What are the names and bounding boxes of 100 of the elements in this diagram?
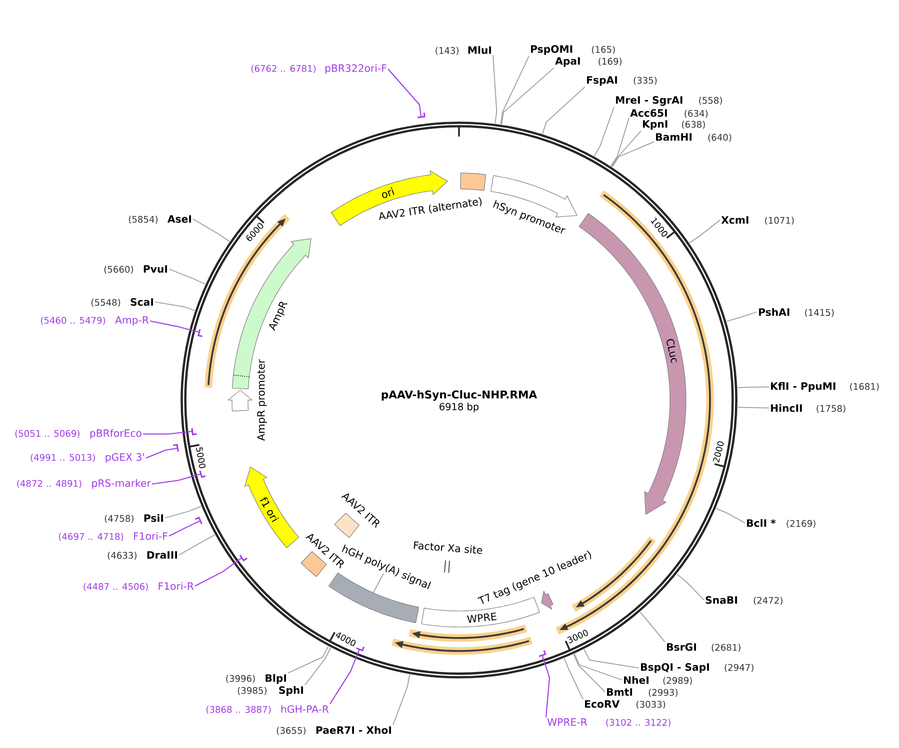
leader-line <box>737 406 770 408</box>
feature-block <box>228 390 252 412</box>
enzyme-name: Acc65I <box>630 109 667 117</box>
primer-range: (5460 .. 5479) <box>40 316 106 325</box>
site-position: (3985) <box>238 686 266 695</box>
primer-mark <box>538 650 546 657</box>
primer-mark <box>198 328 202 338</box>
site-position: (634) <box>684 110 708 118</box>
site-position: (2993) <box>648 688 678 697</box>
enzyme-name: NheI <box>624 676 648 684</box>
enzyme-name: ApaI <box>555 57 580 67</box>
primer-name: F1ori-F <box>134 532 168 540</box>
leader-line <box>143 430 192 435</box>
site-position: (5854) <box>128 216 158 224</box>
enzyme-name: HincII <box>771 404 802 412</box>
enzyme-name: EcoRV <box>585 700 620 708</box>
enzyme-name: SnaBI <box>706 596 737 604</box>
leader-line <box>542 86 586 134</box>
leader-line <box>288 646 329 674</box>
leader-line <box>573 654 606 692</box>
leader-line <box>640 612 666 643</box>
feature-label: Factor Xa site <box>414 541 482 554</box>
site-position: (4758) <box>104 514 134 523</box>
leader-line <box>594 106 614 156</box>
site-position: (169) <box>598 58 622 66</box>
primer-name: pBR322ori-F <box>325 64 386 74</box>
site-position: (3033) <box>636 700 666 709</box>
plasmid-length: 6918 bp <box>440 402 479 412</box>
enzyme-name: BamHI <box>656 133 692 141</box>
primer-range: (3868 .. 3887) <box>206 706 271 714</box>
site-position: (2472) <box>754 596 782 605</box>
leader-line <box>501 67 554 125</box>
site-position: (1415) <box>805 308 834 317</box>
primer-mark <box>191 428 197 436</box>
site-position: (2989) <box>663 676 692 685</box>
site-position: (1758) <box>816 404 846 413</box>
tick-label: 3000 <box>567 630 588 644</box>
site-position: (143) <box>436 46 458 55</box>
enzyme-name: MreI - SgrAI <box>616 96 682 106</box>
enzyme-name: PsiI <box>144 514 164 522</box>
site-position: (2169) <box>786 520 816 528</box>
enzyme-name: MluI <box>468 46 492 54</box>
enzyme-name: BspQI - SapI <box>641 663 709 673</box>
leader-line <box>150 320 200 333</box>
primer-mark <box>239 554 248 562</box>
enzyme-name: XcmI <box>721 216 748 224</box>
leader-line <box>154 302 196 311</box>
feature-box <box>334 512 360 538</box>
tick-label: 5000 <box>196 447 206 468</box>
tick-label: 2000 <box>713 441 724 463</box>
leader-line <box>611 130 642 167</box>
enzyme-name: BsrGI <box>667 643 696 651</box>
leader-line <box>168 268 206 285</box>
leader-line <box>304 647 332 686</box>
leader-line <box>178 534 216 556</box>
site-position: (2947) <box>724 664 754 672</box>
primer-mark <box>194 516 202 524</box>
leader-line <box>152 473 201 485</box>
leader-line <box>372 572 384 593</box>
leader-line <box>330 649 360 704</box>
cleavage-site-mark <box>444 560 450 574</box>
leader-line <box>164 506 202 518</box>
enzyme-name: KflI - PpuMI <box>771 382 836 392</box>
enzyme-name: PshAI <box>759 308 790 316</box>
leader-line <box>392 674 410 726</box>
primer-range: (5051 .. 5069) <box>15 430 80 438</box>
site-position: (335) <box>634 76 657 85</box>
primer-name: pRS-marker <box>92 479 151 489</box>
primer-name: F1ori-R <box>158 582 194 590</box>
site-position: (3996) <box>226 674 255 683</box>
primer-range: (4991 .. 5013) <box>30 454 95 462</box>
enzyme-name: BclI * <box>747 519 776 527</box>
primer-mark <box>418 112 426 118</box>
leader-line <box>492 54 498 124</box>
enzyme-name: KpnI <box>643 120 668 130</box>
primer-mark <box>356 646 365 652</box>
enzyme-name: PvuI <box>144 265 168 273</box>
leader-line <box>737 386 770 388</box>
primer-range: (4872 .. 4891) <box>17 480 82 488</box>
leader-line <box>610 117 630 166</box>
site-position: (5660) <box>104 266 133 274</box>
primer-range: (6762 .. 6781) <box>251 64 316 73</box>
enzyme-name: SphI <box>279 686 304 696</box>
leader-line <box>500 55 530 125</box>
site-position: (558) <box>699 96 722 105</box>
leader-line <box>612 141 654 168</box>
site-position: (3655) <box>276 726 306 735</box>
primer-range: (4697 .. 4718) <box>58 532 124 541</box>
enzyme-name: BlpI <box>266 674 286 684</box>
enzyme-name: ScaI <box>130 298 154 306</box>
site-position: (640) <box>708 134 732 142</box>
primer-name: pGEX 3' <box>106 453 144 463</box>
primer-range: (3102 .. 3122) <box>606 718 670 727</box>
site-position: (1071) <box>765 216 794 225</box>
enzyme-name: AseI <box>167 215 191 223</box>
leader-line <box>726 312 758 322</box>
site-position: (4633) <box>108 552 136 560</box>
enzyme-name: FspAI <box>587 76 617 86</box>
feature-label: AmpR promoter <box>257 359 267 441</box>
leader-line <box>564 658 584 700</box>
